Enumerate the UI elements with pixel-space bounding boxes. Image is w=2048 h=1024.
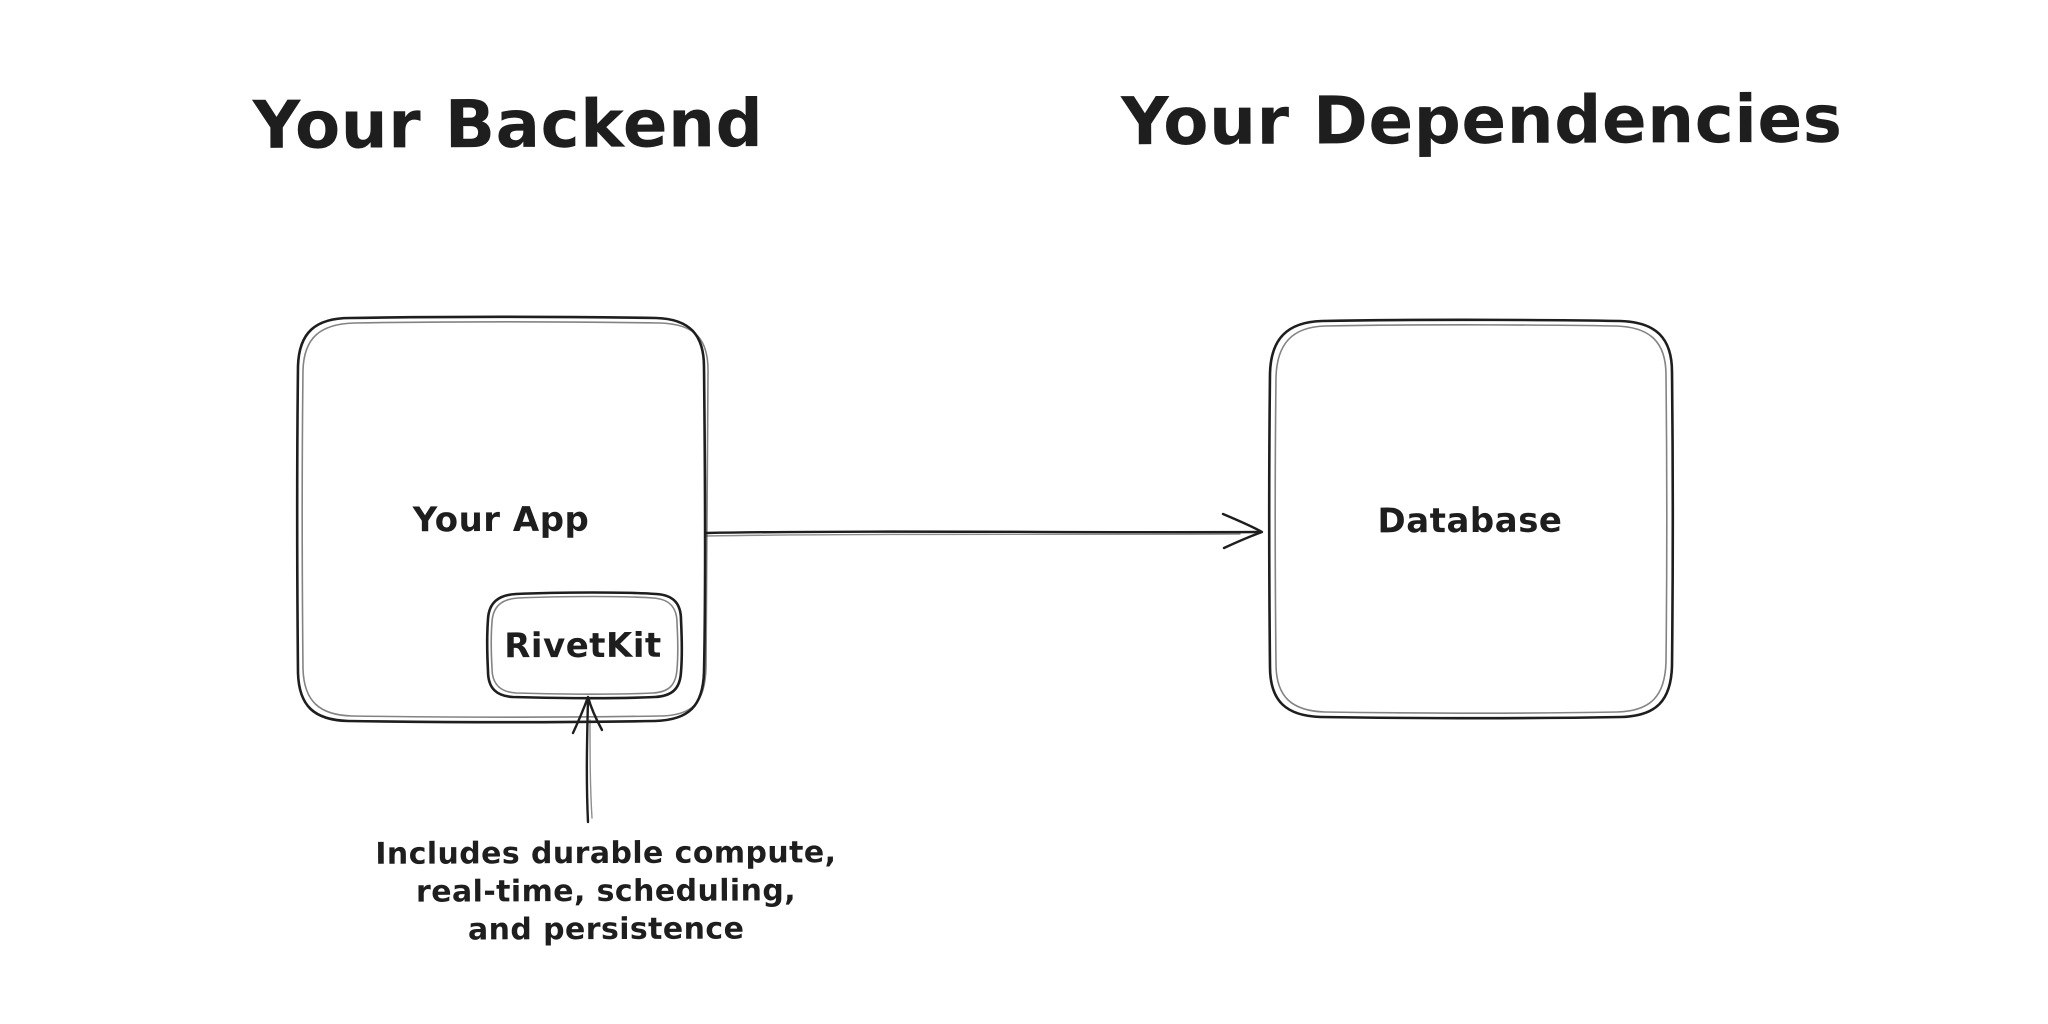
- app-to-database-arrow: [704, 512, 1264, 550]
- arrow-head-up-icon: [571, 695, 604, 735]
- rivetkit-label: RivetKit: [504, 625, 662, 667]
- left-section-title: Your Backend: [252, 85, 764, 164]
- annotation-line: and persistence: [467, 911, 745, 948]
- annotation-arrow: [571, 695, 604, 824]
- database-label: Database: [1377, 500, 1563, 542]
- database-box: [1267, 318, 1675, 720]
- your-app-label: Your App: [412, 499, 590, 541]
- right-section-title: Your Dependencies: [1120, 80, 1843, 161]
- annotation-text: Includes durable compute, real-time, sch…: [306, 834, 906, 950]
- your-app-box: [295, 315, 709, 724]
- annotation-line: Includes durable compute,: [375, 835, 837, 872]
- rivetkit-box: [485, 591, 684, 700]
- annotation-line: real-time, scheduling,: [415, 873, 797, 910]
- arrow-head-right-icon: [1221, 512, 1264, 550]
